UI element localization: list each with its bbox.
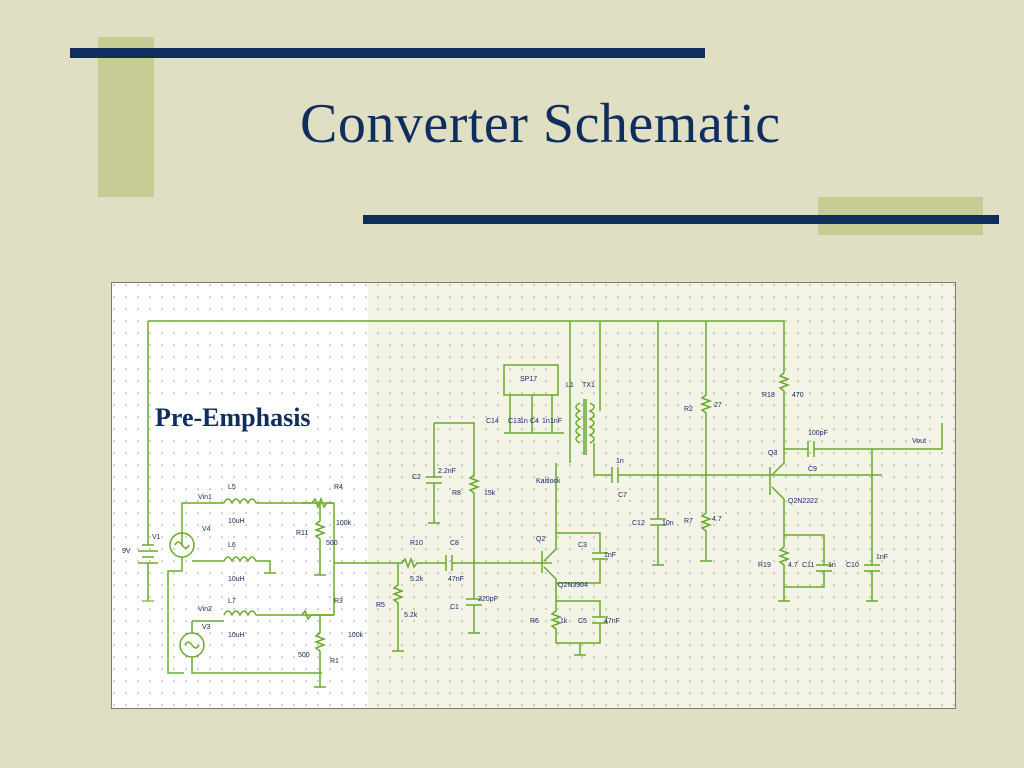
- label-c11: C11: [802, 562, 814, 569]
- label-r4-val: 100k: [336, 520, 352, 527]
- component-labels: 9V V1 Vin1 V4 Vin2 V3 L5 10uH L6 10uH L7…: [122, 376, 926, 665]
- label-r3-val: 100k: [348, 632, 364, 639]
- label-c4: C4: [530, 418, 539, 425]
- wires: [138, 320, 943, 688]
- label-c3-val: 1nF: [604, 552, 616, 559]
- label-q2: Q2: [536, 536, 545, 543]
- label-kaitlock: Kaitlock: [536, 478, 561, 485]
- label-r6: R6: [530, 618, 539, 625]
- label-c11-val: 1n: [828, 562, 836, 569]
- label-l6: L6: [228, 542, 236, 549]
- label-r18-val: 470: [792, 392, 804, 399]
- label-c6-val: 1nF: [550, 418, 562, 425]
- label-r19-val: 4.7: [788, 562, 798, 569]
- label-r5-val: 5.2k: [404, 612, 418, 619]
- label-l7: L7: [228, 598, 236, 605]
- label-r8-val: 15k: [484, 490, 496, 497]
- label-c4-val: 1n: [542, 418, 550, 425]
- label-v1: V1: [152, 534, 161, 541]
- label-l6-val: 10uH: [228, 576, 245, 583]
- label-c5-val: 47nF: [604, 618, 620, 625]
- label-r2-val: 27: [714, 402, 722, 409]
- label-c12: C12: [632, 520, 645, 527]
- label-r10: R10: [410, 540, 423, 547]
- label-c10: C10: [846, 562, 859, 569]
- schematic-diagram: 9V V1 Vin1 V4 Vin2 V3 L5 10uH L6 10uH L7…: [112, 283, 955, 708]
- pre-emphasis-label: Pre-Emphasis: [155, 403, 311, 433]
- olive-bar-vertical: [98, 37, 154, 197]
- label-c9: C9: [808, 466, 817, 473]
- label-vin2: Vin2: [198, 606, 212, 613]
- label-r3: R3: [334, 598, 343, 605]
- navy-bar-bottom: [363, 215, 999, 224]
- label-r18: R18: [762, 392, 775, 399]
- label-q2-val: Q2N3904: [558, 582, 588, 589]
- label-r4: R4: [334, 484, 343, 491]
- label-r1-val: 500: [298, 652, 310, 659]
- label-c7-val: 1n: [616, 458, 624, 465]
- label-r19: R19: [758, 562, 771, 569]
- label-v3: V3: [202, 624, 211, 631]
- label-vout: Vout: [912, 438, 926, 445]
- label-c2: C2: [412, 474, 421, 481]
- label-c9-val: 100pF: [808, 430, 828, 437]
- label-sp17: SP17: [520, 376, 537, 383]
- label-r1: R1: [330, 658, 339, 665]
- navy-bar-top: [70, 48, 705, 58]
- label-c3: C3: [578, 542, 587, 549]
- label-r8: R8: [452, 490, 461, 497]
- label-r11-val: 500: [326, 540, 338, 547]
- label-9v: 9V: [122, 548, 131, 555]
- label-c13: C13: [508, 418, 521, 425]
- label-q3-val: Q2N2222: [788, 498, 818, 505]
- label-c7: C7: [618, 492, 627, 499]
- label-r6-val: 1k: [560, 618, 568, 625]
- label-l5-val: 10uH: [228, 518, 245, 525]
- label-c10-val: 1nF: [876, 554, 888, 561]
- label-c5: C5: [578, 618, 587, 625]
- label-c12-val: 10n: [662, 520, 674, 527]
- label-v4: V4: [202, 526, 211, 533]
- label-r7-val: 4.7: [712, 516, 722, 523]
- label-q3: Q3: [768, 450, 777, 457]
- label-l5: L5: [228, 484, 236, 491]
- label-c1: C1: [450, 604, 459, 611]
- label-c8: C8: [450, 540, 459, 547]
- label-c1-val: 220pF: [478, 596, 498, 603]
- label-r7: R7: [684, 518, 693, 525]
- label-c8-val: 47nF: [448, 576, 464, 583]
- label-c2-val: 2.2nF: [438, 468, 456, 475]
- label-vin1: Vin1: [198, 494, 212, 501]
- slide-title: Converter Schematic: [300, 93, 781, 155]
- label-tx1: TX1: [582, 382, 595, 389]
- label-l7-val: 10uH: [228, 632, 245, 639]
- label-c13-val: 1n: [520, 418, 528, 425]
- label-r2: R2: [684, 406, 693, 413]
- label-l1: L1: [566, 382, 574, 389]
- label-r5: R5: [376, 602, 385, 609]
- schematic-image: 9V V1 Vin1 V4 Vin2 V3 L5 10uH L6 10uH L7…: [111, 282, 956, 709]
- label-r11: R11: [296, 530, 308, 537]
- label-r10-val: 5.2k: [410, 576, 424, 583]
- label-c14: C14: [486, 418, 499, 425]
